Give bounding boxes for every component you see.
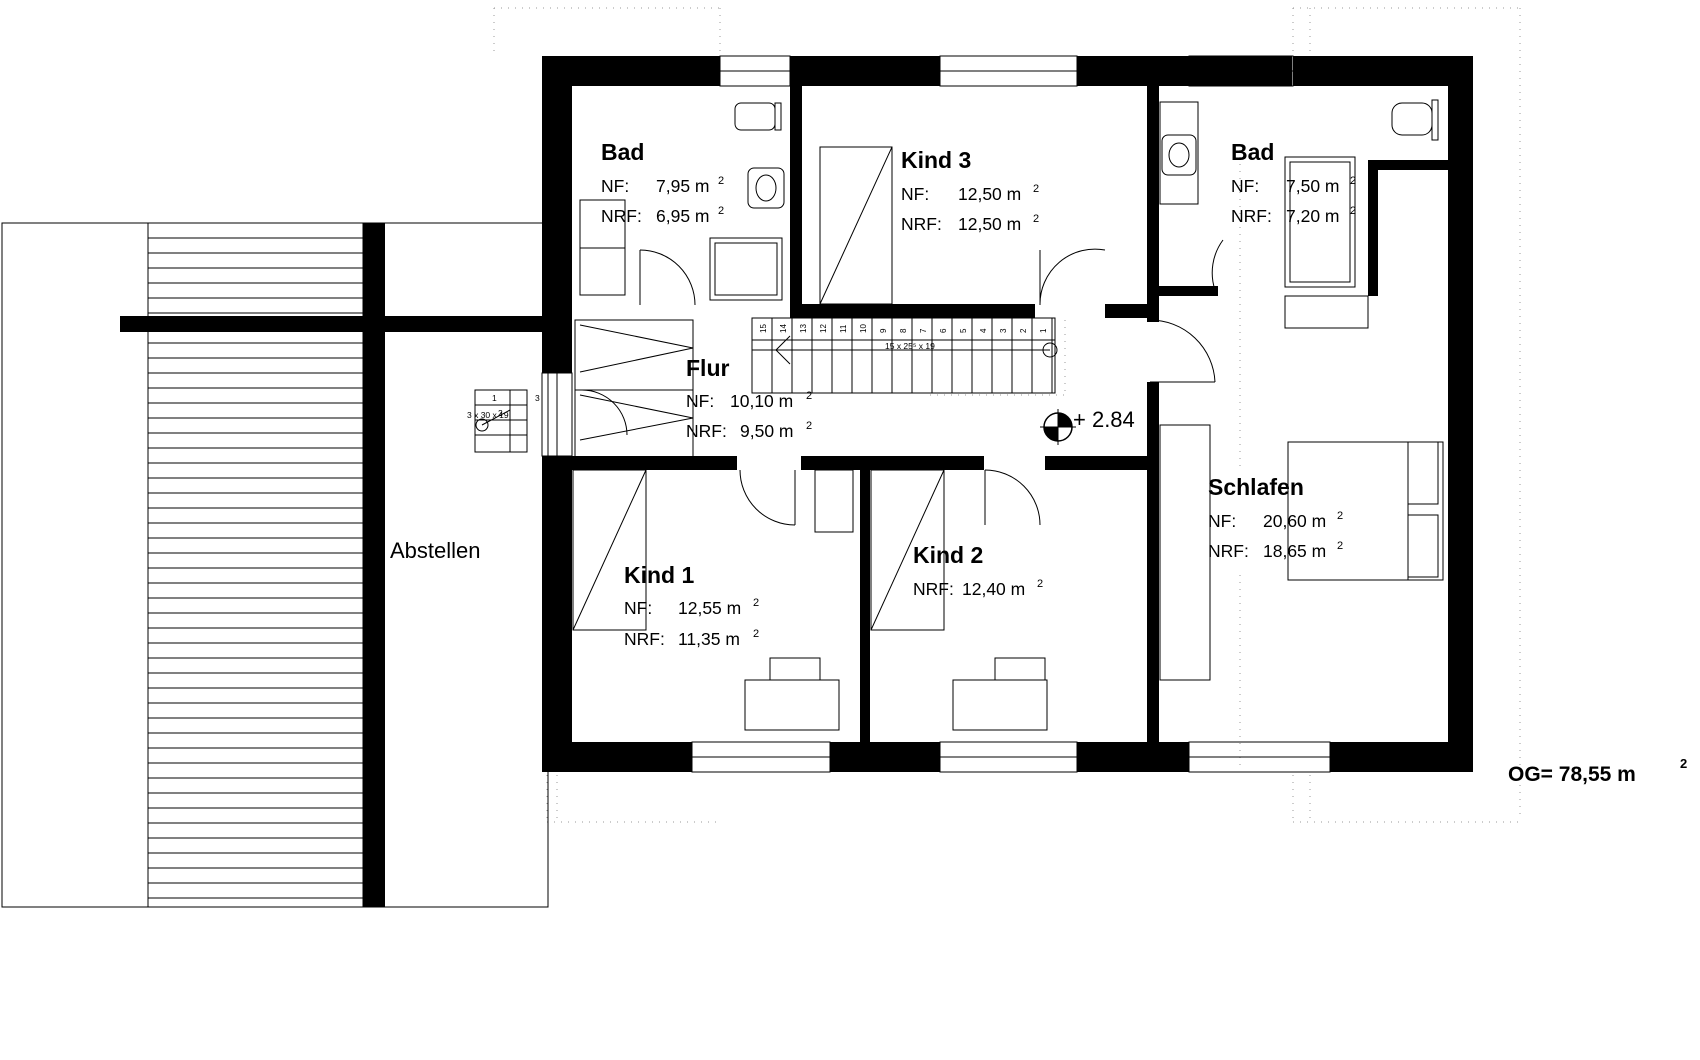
room-name-kind-3: Kind 3 [901,147,971,173]
bad-1-nrf-value: 6,95 m [656,206,710,226]
small-stair-step-2: 2 [498,408,503,418]
stair-step-number: 6 [939,328,948,333]
room-name-flur: Flur [686,355,729,381]
kind-2-nrf-exp: 2 [1037,578,1043,590]
kind-1-nrf-value: 11,35 m [678,629,740,649]
stair-step-number: 8 [899,328,908,333]
small-stair-spec: 3 x 30 x 19 [467,410,509,420]
stair-spec: 15 x 25⁵ x 19 [885,341,935,351]
room-name-schlafen: Schlafen [1208,474,1304,500]
flur-nrf-value: 9,50 m [740,421,794,441]
windows [541,55,1331,773]
kind-3-nf-exp: 2 [1033,183,1039,195]
room-name-bad-2: Bad [1231,139,1274,165]
kind-2-nrf-value: 12,40 m [962,579,1025,599]
stair-step-number: 13 [799,324,808,333]
stair-step-number: 2 [1019,328,1028,333]
stair-step-number: 14 [779,324,788,333]
stair-step-number: 10 [859,324,868,333]
schlafen-nf-label: NF: [1208,511,1236,531]
stair-step-number: 5 [959,328,968,333]
storage-carport [1,222,549,908]
furniture [572,101,1444,731]
stair-step-number: 12 [819,324,828,333]
kind-3-nrf-label: NRF: [901,214,942,234]
bad-2-nrf-label: NRF: [1231,206,1272,226]
room-name-bad-1: Bad [601,139,644,165]
bad-1-nf-exp: 2 [718,175,724,187]
kind-1-nf-exp: 2 [753,597,759,609]
kind-3-nf-value: 12,50 m [958,184,1021,204]
stair-step-number: 7 [919,328,928,333]
bad-1-nf-value: 7,95 m [656,176,710,196]
interior-walls [572,56,1448,772]
schlafen-nrf-label: NRF: [1208,541,1249,561]
small-staircase [474,389,528,453]
kind-3-nf-label: NF: [901,184,929,204]
stair-step-number: 11 [839,324,848,333]
roof-outline [493,7,1521,823]
bad-1-nrf-label: NRF: [601,206,642,226]
bad-2-nf-label: NF: [1231,176,1259,196]
schlafen-nrf-exp: 2 [1337,540,1343,552]
flur-nf-label: NF: [686,391,714,411]
stair-step-number: 1 [1039,328,1048,333]
stair-step-number: 9 [879,328,888,333]
small-stair-step-3: 3 [535,393,540,403]
kind-2-nrf-label: NRF: [913,579,954,599]
door-swings [581,239,1224,526]
exterior-walls [542,56,1473,772]
bad-1-nrf-exp: 2 [718,205,724,217]
schlafen-nf-value: 20,60 m [1263,511,1326,531]
kind-3-nrf-value: 12,50 m [958,214,1021,234]
schlafen-nrf-value: 18,65 m [1263,541,1326,561]
stair-step-number: 4 [979,328,988,333]
room-name-abstellen: Abstellen [390,538,481,563]
flur-nrf-label: NRF: [686,421,727,441]
stair-step-number: 3 [999,328,1008,333]
level-marker-icon [1040,409,1076,445]
room-name-kind-2: Kind 2 [913,542,983,568]
main-staircase: 15 14 13 12 11 10 9 8 7 6 5 4 3 2 1 15 x 25⁵ x 19 [751,317,1058,394]
elevation-label: + 2.84 [1073,407,1135,432]
bad-2-nrf-exp: 2 [1350,205,1356,217]
total-area: OG= 78,55 m [1508,763,1636,786]
kind-3-nrf-exp: 2 [1033,213,1039,225]
bad-2-nf-value: 7,50 m [1286,176,1340,196]
bad-2-nrf-value: 7,20 m [1286,206,1340,226]
flur-nf-exp: 2 [806,390,812,402]
stair-step-number: 15 [759,324,768,333]
kind-1-nrf-label: NRF: [624,629,665,649]
bad-1-nf-label: NF: [601,176,629,196]
flur-nf-value: 10,10 m [730,391,793,411]
small-stair-step-1: 1 [492,393,497,403]
bad-2-nf-exp: 2 [1350,175,1356,187]
flur-nrf-exp: 2 [806,420,812,432]
kind-1-nrf-exp: 2 [753,628,759,640]
kind-1-nf-label: NF: [624,598,652,618]
sanitary-fixtures [734,99,1439,209]
total-area-exp: 2 [1680,756,1687,771]
schlafen-nf-exp: 2 [1337,510,1343,522]
room-name-kind-1: Kind 1 [624,562,694,588]
kind-1-nf-value: 12,55 m [678,598,741,618]
